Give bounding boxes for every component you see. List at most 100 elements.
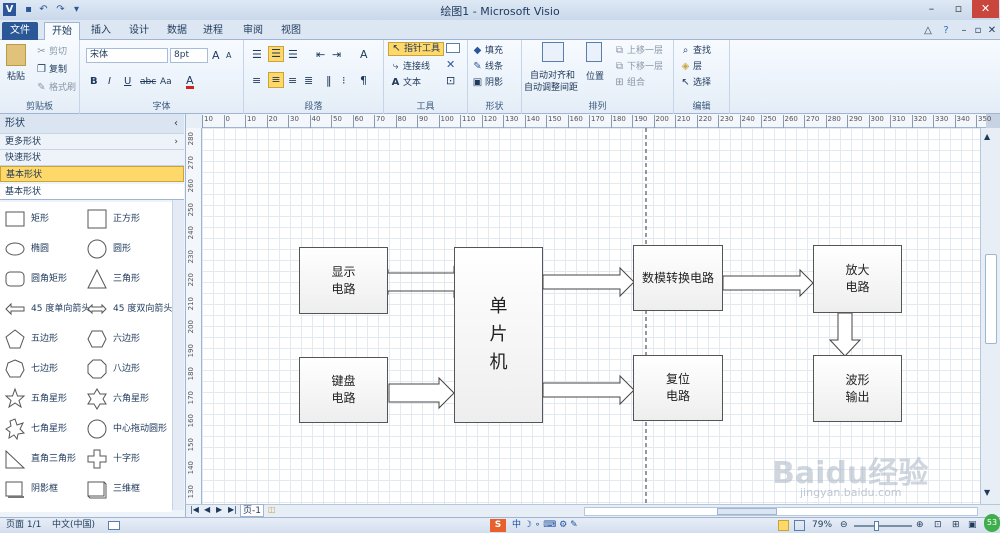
pointer-tool-button[interactable]: ↖指针工具	[388, 42, 444, 56]
connector-button[interactable]: ⤷连接线	[390, 59, 430, 72]
stencil-star-6[interactable]: 六角星形	[87, 386, 169, 412]
next-page-icon[interactable]: ▶	[216, 505, 223, 514]
align-bottom-icon[interactable]: ☰	[288, 48, 298, 61]
redo-icon[interactable]: ↷	[56, 4, 65, 15]
pan-zoom-icon[interactable]: ⊞	[952, 520, 960, 530]
cut-button[interactable]: ✂剪切	[37, 46, 68, 57]
zoom-level[interactable]: 79%	[812, 520, 833, 530]
language-indicator[interactable]: 中文(中国)	[52, 520, 96, 530]
quick-shapes-item[interactable]: 快速形状	[0, 150, 184, 166]
first-page-icon[interactable]: |◀	[190, 505, 199, 514]
auto-align-icon[interactable]	[542, 42, 564, 62]
tab-home[interactable]: 开始	[44, 22, 80, 40]
stencil-arrow-45-single[interactable]: 45 度单向箭头	[5, 296, 90, 322]
tab-design[interactable]: 设计	[129, 25, 149, 36]
font-size-select[interactable]: 8pt	[170, 48, 208, 63]
stencil-octagon[interactable]: 八边形	[87, 356, 169, 382]
drawing-page[interactable]: 显示 电路 单 片 机 数模转换电路 放大 电路 键盘 电路 复位 电路 波形 …	[202, 128, 980, 504]
zoom-out-icon[interactable]: ⊖	[840, 520, 848, 530]
connection-point-icon[interactable]: ✕	[446, 58, 456, 71]
normal-view-icon[interactable]	[778, 520, 789, 531]
stencil-rectangle[interactable]: 矩形	[5, 206, 87, 232]
stencil-square[interactable]: 正方形	[87, 206, 169, 232]
format-painter-button[interactable]: ✎格式刷	[37, 82, 77, 93]
stencil-center-drag-circle[interactable]: 中心拖动圆形	[87, 416, 169, 442]
align-top-icon[interactable]: ☰	[252, 48, 262, 61]
stencil-right-triangle[interactable]: 直角三角形	[5, 446, 87, 472]
zoom-in-icon[interactable]: ⊕	[916, 520, 924, 530]
tab-file[interactable]: 文件	[2, 22, 38, 40]
help-icon[interactable]: ?	[943, 25, 949, 36]
stencil-heptagon[interactable]: 七边形	[5, 356, 87, 382]
vertical-text-icon[interactable]: ‖	[326, 74, 332, 87]
tab-data[interactable]: 数据	[167, 25, 187, 36]
shadow-button[interactable]: ▣阴影	[472, 77, 504, 88]
find-button[interactable]: ⌕查找	[680, 43, 711, 56]
ime-status-icons[interactable]: 中 ☽ ∘ ⌨ ⚙ ✎	[512, 520, 578, 530]
align-right-icon[interactable]: ≡	[288, 74, 298, 87]
mcu-box[interactable]: 单 片 机	[454, 247, 543, 423]
keyboard-circuit-box[interactable]: 键盘 电路	[299, 357, 388, 423]
insert-page-icon[interactable]: ◫	[268, 505, 276, 514]
quick-access-dropdown-icon[interactable]: ▾	[73, 4, 80, 15]
tab-process[interactable]: 进程	[203, 25, 223, 36]
stencil-rounded-rectangle[interactable]: 圆角矩形	[5, 266, 87, 292]
justify-icon[interactable]: ≣	[304, 74, 314, 87]
scroll-up-icon[interactable]: ▲	[984, 132, 991, 141]
tab-review[interactable]: 审阅	[243, 25, 263, 36]
group-button[interactable]: ⊞组合	[615, 77, 646, 88]
doc-restore-icon[interactable]: ▫	[974, 25, 982, 36]
ime-icon[interactable]: S	[490, 519, 506, 532]
font-color-button[interactable]: A	[186, 74, 194, 89]
amplifier-circuit-box[interactable]: 放大 电路	[813, 245, 902, 313]
shrink-font-button[interactable]: A	[226, 51, 232, 60]
maximize-button[interactable]: ▫	[954, 2, 963, 15]
reset-circuit-box[interactable]: 复位 电路	[633, 355, 723, 421]
tab-view[interactable]: 视图	[281, 25, 301, 36]
doc-close-icon[interactable]: ✕	[987, 25, 997, 36]
switch-windows-icon[interactable]: ▣	[968, 520, 977, 530]
bold-button[interactable]: B	[90, 76, 98, 87]
full-screen-icon[interactable]	[794, 520, 805, 531]
paste-icon[interactable]	[6, 44, 26, 66]
vertical-scroll-thumb[interactable]	[985, 254, 997, 344]
basic-shapes-item[interactable]: 基本形状	[0, 166, 184, 182]
more-shapes-item[interactable]: 更多形状›	[0, 134, 184, 150]
stencil-cross[interactable]: 十字形	[87, 446, 169, 472]
minimize-button[interactable]: –	[928, 2, 935, 15]
align-middle-icon[interactable]: ☰	[268, 46, 284, 62]
stencil-triangle[interactable]: 三角形	[87, 266, 169, 292]
close-button[interactable]: ✕	[972, 0, 999, 18]
select-button[interactable]: ↖选择	[681, 77, 712, 88]
page-tab[interactable]: 页-1	[240, 504, 264, 517]
last-page-icon[interactable]: ▶|	[228, 505, 237, 514]
grow-font-button[interactable]: A	[212, 49, 220, 62]
minimize-ribbon-icon[interactable]: △	[924, 25, 932, 36]
zoom-slider-thumb[interactable]	[874, 521, 879, 531]
page-indicator[interactable]: 页面 1/1	[6, 520, 42, 530]
scroll-down-icon[interactable]: ▼	[984, 488, 991, 497]
stencil-pentagon[interactable]: 五边形	[5, 326, 87, 352]
decrease-indent-icon[interactable]: ⇤	[316, 48, 326, 61]
stencil-shadow-box[interactable]: 阴影框	[5, 476, 87, 502]
stencil-hexagon[interactable]: 六边形	[87, 326, 169, 352]
paragraph-settings-icon[interactable]: ¶	[360, 74, 367, 87]
fit-page-icon[interactable]: ⊡	[934, 520, 942, 530]
align-center-icon[interactable]: ≡	[268, 72, 284, 88]
tab-insert[interactable]: 插入	[91, 25, 111, 36]
waveform-output-box[interactable]: 波形 输出	[813, 355, 902, 422]
bring-forward-button[interactable]: ⧉上移一层	[615, 45, 664, 56]
paste-button[interactable]: 粘贴	[7, 72, 26, 82]
align-left-icon[interactable]: ≡	[252, 74, 262, 87]
change-case-button[interactable]: Aa	[160, 77, 172, 87]
horizontal-scrollbar[interactable]	[584, 507, 978, 516]
badge-icon[interactable]: 53	[984, 514, 1000, 532]
font-family-select[interactable]: 宋体	[86, 48, 168, 63]
send-backward-button[interactable]: ⧉下移一层	[615, 61, 664, 72]
stencil-star-5[interactable]: 五角星形	[4, 386, 87, 412]
italic-button[interactable]: I	[108, 76, 111, 87]
adc-circuit-box[interactable]: 数模转换电路	[633, 245, 723, 311]
crop-tool-icon[interactable]: ⊡	[446, 74, 456, 87]
position-icon[interactable]	[586, 42, 602, 62]
